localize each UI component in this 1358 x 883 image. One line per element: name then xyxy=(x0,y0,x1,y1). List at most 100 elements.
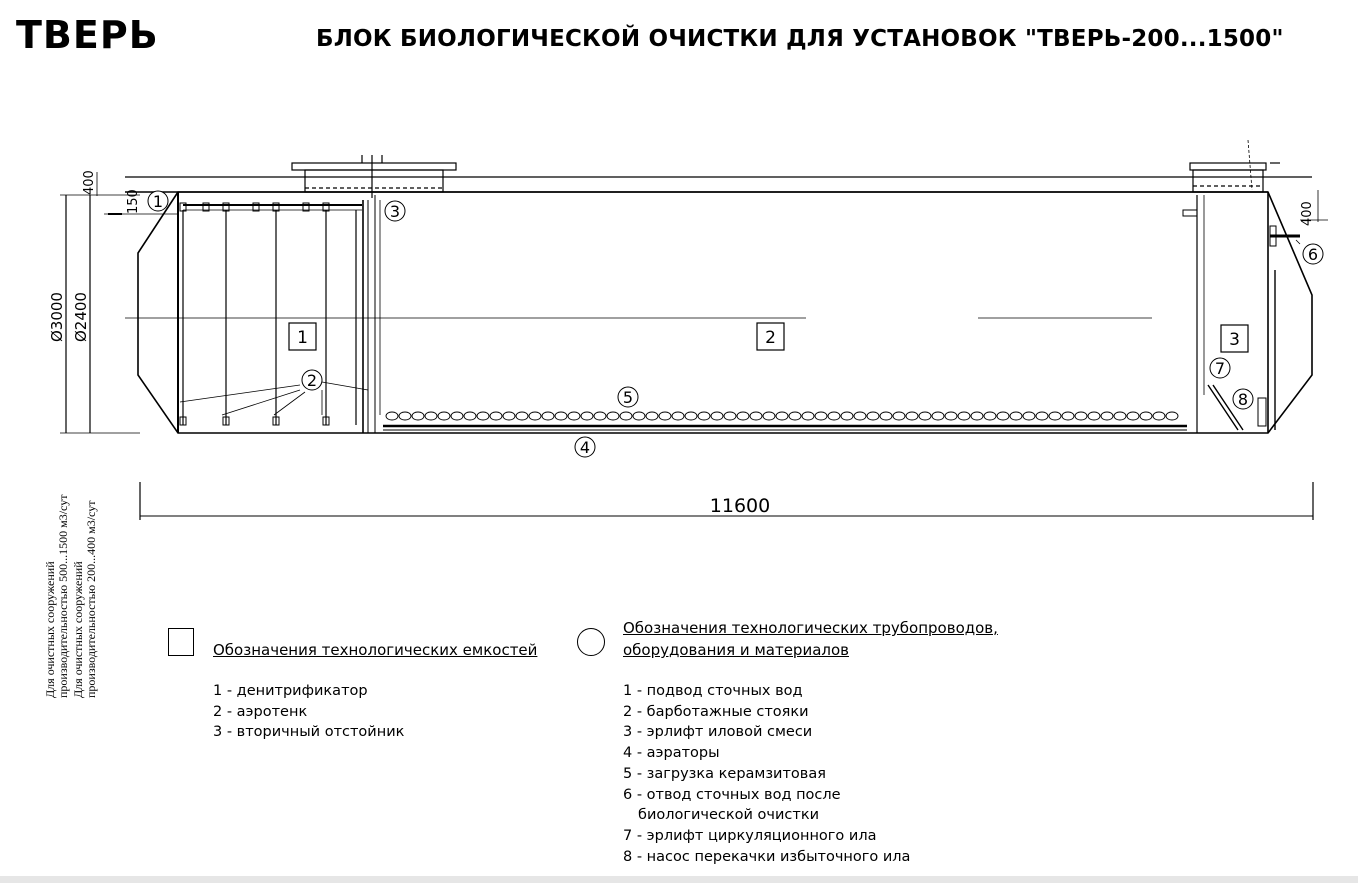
ceramsite-pebble xyxy=(931,411,945,421)
ceramsite-pebble xyxy=(775,411,789,421)
ceramsite-pebble xyxy=(1035,411,1049,421)
callout-7: 7 xyxy=(1215,359,1225,378)
zone-label-2: 2 xyxy=(765,328,776,348)
ceramsite-pebble xyxy=(1165,411,1179,421)
zone-box-1 xyxy=(288,322,317,351)
ceramsite-pebble xyxy=(970,411,984,421)
ceramsite-pebble xyxy=(554,411,568,421)
list-item: 2 - барботажные стояки xyxy=(623,703,809,720)
ceramsite-pebble xyxy=(788,411,802,421)
ceramsite-pebble xyxy=(918,411,932,421)
ceramsite-pebble xyxy=(1087,411,1101,421)
ceramsite-pebble xyxy=(567,411,581,421)
zone-box-2 xyxy=(756,322,785,351)
callout-1: 1 xyxy=(153,192,163,211)
ceramsite-pebble xyxy=(944,411,958,421)
list-item: 3 - вторичный отстойник xyxy=(213,724,405,741)
list-item: 7 - эрлифт циркуляционного ила xyxy=(623,827,877,844)
ceramsite-pebble xyxy=(840,411,854,421)
ceramsite-pebble xyxy=(801,411,815,421)
zone-label-3: 3 xyxy=(1229,330,1240,350)
zone-box-3 xyxy=(1220,324,1249,353)
manhole-left-flange xyxy=(291,162,457,171)
ceramsite-pebble xyxy=(1100,411,1114,421)
callout-4: 4 xyxy=(580,438,590,457)
ceramsite-pebble xyxy=(762,411,776,421)
ceramsite-pebble xyxy=(593,411,607,421)
side-note-2: Для очистных сооружений производительнос… xyxy=(71,500,98,698)
ceramsite-pebble xyxy=(580,411,594,421)
ceramsite-pebble xyxy=(463,411,477,421)
ceramsite-pebble xyxy=(1061,411,1075,421)
ceramsite-pebble xyxy=(866,411,880,421)
ceramsite-pebble xyxy=(983,411,997,421)
legend-equipment-list: 1 - подвод сточных вод 2 - барботажные с… xyxy=(623,681,910,867)
dim-inlet-label: 150 xyxy=(126,189,141,214)
ceramsite-pebble xyxy=(411,411,425,421)
list-item: 1 - денитрификатор xyxy=(213,683,368,699)
ceramsite-pebble xyxy=(424,411,438,421)
ceramsite-pebble xyxy=(489,411,503,421)
dim-length-label: 11600 xyxy=(710,495,770,517)
ceramsite-pebble xyxy=(749,411,763,421)
dim-top-left-label: 400 xyxy=(82,170,97,195)
callout-5: 5 xyxy=(623,388,633,407)
ceramsite-pebble xyxy=(697,411,711,421)
manhole-right xyxy=(1192,169,1264,193)
ceramsite-pebble xyxy=(502,411,516,421)
ceramsite-pebble xyxy=(619,411,633,421)
ceramsite-pebble xyxy=(1009,411,1023,421)
legend-square-symbol xyxy=(168,628,194,656)
ceramsite-pebble xyxy=(1139,411,1153,421)
dim-d-outer-label: Ø3000 xyxy=(48,292,66,342)
list-item: 1 - подвод сточных вод xyxy=(623,683,803,699)
ceramsite-pebble xyxy=(606,411,620,421)
dim-right-label: 400 xyxy=(1300,201,1315,226)
ceramsite-pebble xyxy=(528,411,542,421)
logo: ТВЕРЬ xyxy=(16,13,159,57)
ceramsite-pebble xyxy=(645,411,659,421)
ceramsite-pebble xyxy=(1152,411,1166,421)
callout-6: 6 xyxy=(1308,245,1318,264)
ceramsite-pebble xyxy=(853,411,867,421)
list-item: 3 - эрлифт иловой смеси xyxy=(623,724,813,741)
tank-outline xyxy=(137,191,1313,434)
legend-tanks-heading: Обозначения технологических емкостей xyxy=(213,641,538,659)
manhole-left xyxy=(304,169,444,193)
ceramsite-pebble xyxy=(710,411,724,421)
list-item: 5 - загрузка керамзитовая xyxy=(623,765,826,782)
ceramsite-pebble xyxy=(827,411,841,421)
legend-circle-symbol xyxy=(577,628,605,656)
ceramsite-pebble xyxy=(1048,411,1062,421)
ceramsite-pebble xyxy=(385,411,399,421)
ceramsite-pebble xyxy=(658,411,672,421)
legend-equipment-heading-1: Обозначения технологических трубопроводо… xyxy=(623,619,998,637)
list-item: 8 - насос перекачки избыточного ила xyxy=(623,848,911,865)
ceramsite-pebble xyxy=(723,411,737,421)
footer-bar xyxy=(0,876,1358,883)
ceramsite-pebble xyxy=(450,411,464,421)
ceramsite-pebble xyxy=(1113,411,1127,421)
callout-8: 8 xyxy=(1238,390,1248,409)
ceramsite-pebble xyxy=(814,411,828,421)
ceramsite-pebble xyxy=(879,411,893,421)
list-item: 4 - аэраторы xyxy=(623,745,720,762)
dim-d-inner-label: Ø2400 xyxy=(72,292,90,342)
ceramsite-pebble xyxy=(437,411,451,421)
list-item: 2 - аэротенк xyxy=(213,703,308,720)
list-item: биологической очистки xyxy=(638,807,820,824)
legend-equipment-heading-2: оборудования и материалов xyxy=(623,641,849,659)
ceramsite-pebble xyxy=(957,411,971,421)
legend-tanks-list: 1 - денитрификатор 2 - аэротенк 3 - втор… xyxy=(213,681,404,743)
ceramsite-pebble xyxy=(398,411,412,421)
page-title: БЛОК БИОЛОГИЧЕСКОЙ ОЧИСТКИ ДЛЯ УСТАНОВОК… xyxy=(316,26,1284,52)
ceramsite-pebble xyxy=(1126,411,1140,421)
ceramsite-pebble xyxy=(671,411,685,421)
ceramsite-pebble xyxy=(632,411,646,421)
ceramsite-pebble xyxy=(736,411,750,421)
ceramsite-pebble xyxy=(476,411,490,421)
ceramsite-loading xyxy=(385,411,1179,421)
side-note-1: Для очистных сооружений производительнос… xyxy=(43,494,70,698)
